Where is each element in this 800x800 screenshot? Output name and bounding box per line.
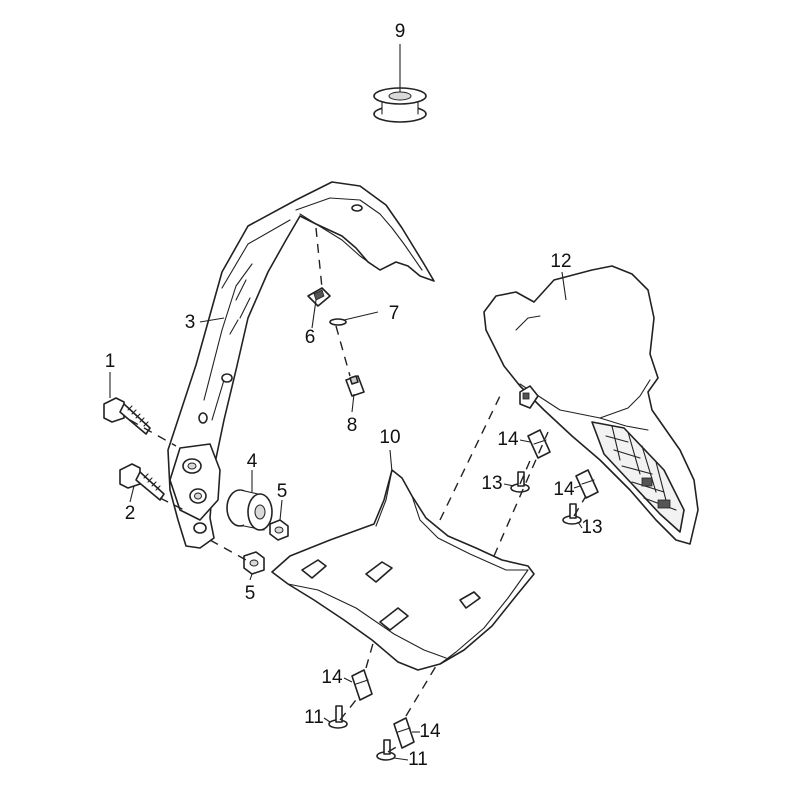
callout-5-a: 5 bbox=[277, 481, 288, 502]
callout-10: 10 bbox=[379, 427, 400, 448]
callout-13-a: 13 bbox=[481, 473, 502, 494]
part-12-shroud bbox=[483, 265, 699, 545]
callout-6: 6 bbox=[305, 327, 316, 348]
part-13-screw-a bbox=[510, 471, 530, 493]
callout-1: 1 bbox=[105, 351, 116, 372]
part-14-clip-b bbox=[575, 469, 599, 499]
part-14-clip-d bbox=[393, 717, 415, 749]
part-3-frame-stay bbox=[167, 181, 435, 549]
callout-11-b: 11 bbox=[408, 749, 428, 770]
grille-pattern bbox=[591, 421, 685, 533]
callout-13-b: 13 bbox=[581, 517, 602, 538]
part-5-nut-b bbox=[243, 551, 265, 575]
callout-12: 12 bbox=[550, 251, 571, 272]
part-14-clip-c bbox=[351, 669, 373, 701]
part-5-nut-a bbox=[269, 519, 289, 541]
callout-5-b: 5 bbox=[245, 583, 256, 604]
part-11-screw-a bbox=[328, 705, 348, 729]
part-10-skid-plate bbox=[271, 469, 535, 671]
callout-14-c: 14 bbox=[321, 667, 343, 688]
callout-labels: 9 12 3 7 6 1 8 10 14 4 5 13 14 2 13 5 14… bbox=[105, 21, 603, 770]
callout-9: 9 bbox=[395, 21, 406, 42]
part-7-washer bbox=[329, 318, 347, 326]
callout-2: 2 bbox=[125, 503, 136, 524]
part-8-screw bbox=[345, 375, 365, 397]
part-2-bolt bbox=[119, 463, 165, 501]
part-4-rubber-mount bbox=[226, 489, 273, 531]
part-13-screw-b bbox=[562, 503, 582, 525]
part-1-bolt bbox=[103, 397, 151, 435]
callout-4: 4 bbox=[247, 451, 258, 472]
callout-11-a: 11 bbox=[304, 707, 324, 728]
part-9-grommet bbox=[373, 87, 427, 123]
part-14-clip-a bbox=[527, 429, 551, 459]
callout-3: 3 bbox=[185, 312, 196, 333]
callout-7: 7 bbox=[389, 303, 400, 324]
assembly-lines bbox=[129, 227, 587, 753]
callout-14-d: 14 bbox=[419, 721, 441, 742]
callout-8: 8 bbox=[347, 415, 358, 436]
leader-lines bbox=[109, 44, 583, 761]
callout-14-b: 14 bbox=[553, 479, 575, 500]
part-11-screw-b bbox=[376, 739, 396, 761]
callout-14-a: 14 bbox=[497, 429, 519, 450]
part-6-clip-nut bbox=[307, 287, 331, 307]
